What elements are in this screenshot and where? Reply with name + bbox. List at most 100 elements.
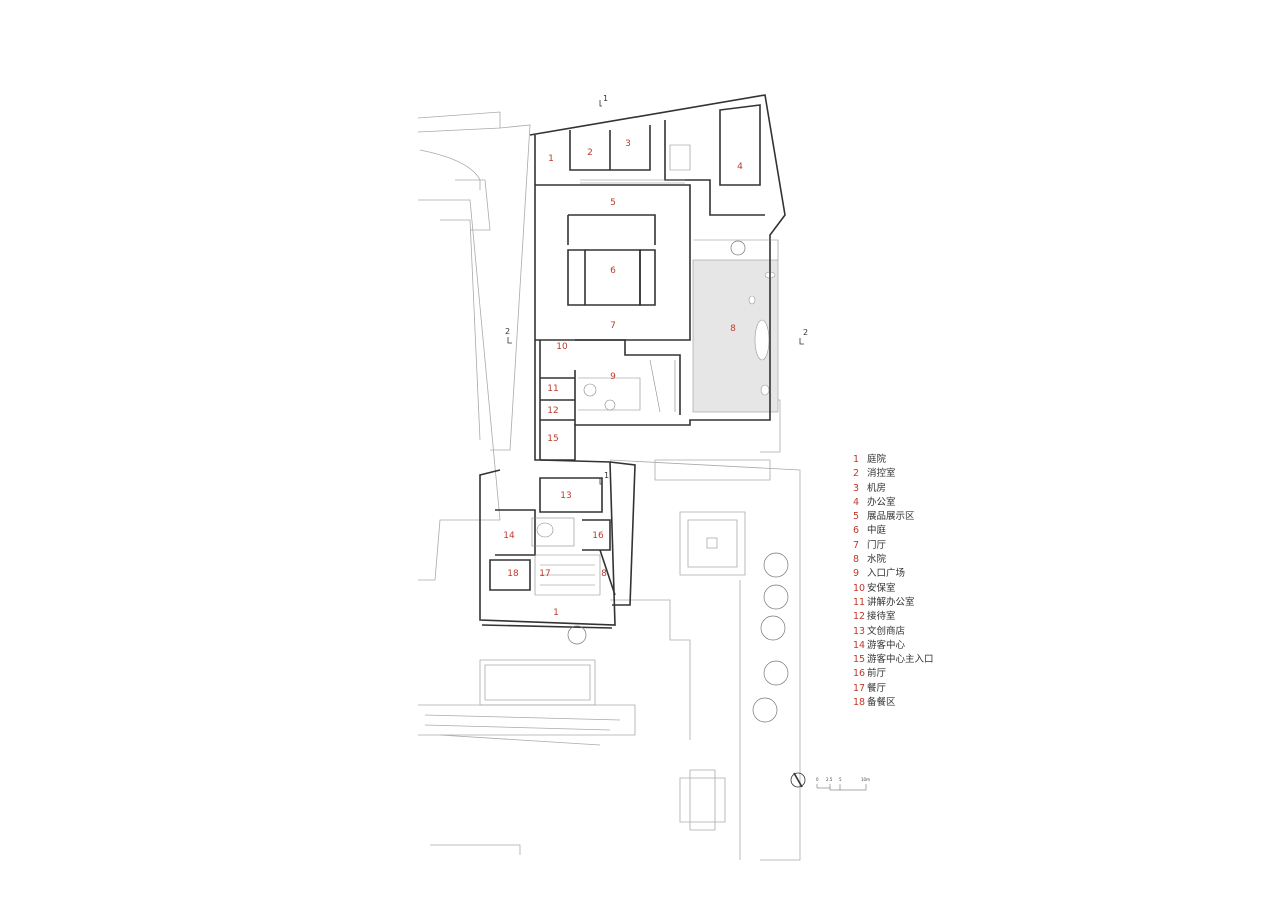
- legend-number: 14: [853, 639, 866, 651]
- legend-number: 10: [853, 582, 866, 594]
- legend-room-name: 游客中心: [867, 639, 906, 651]
- legend-number: 18: [853, 697, 866, 709]
- section-marker: [599, 100, 602, 107]
- room-number-label: 15: [547, 434, 558, 444]
- legend-number: 17: [853, 682, 866, 694]
- section-marker: [507, 337, 512, 344]
- legend-item: 9 入口广场: [853, 567, 934, 581]
- legend-item: 5 展品展示区: [853, 510, 934, 524]
- section-marker-label: 1: [604, 471, 609, 480]
- legend-room-name: 中庭: [867, 525, 887, 537]
- legend-room-name: 安保室: [867, 582, 896, 594]
- legend-number: 4: [853, 496, 860, 508]
- legend-number: 7: [853, 539, 860, 551]
- tree-icon: [567, 625, 587, 645]
- legend-room-name: 水院: [867, 554, 887, 566]
- legend-room-name: 庭院: [867, 454, 887, 465]
- legend-room-name: 机房: [867, 482, 887, 494]
- north-arrow-icon: [790, 772, 806, 788]
- tree-icon: [763, 552, 789, 578]
- room-number-label: 12: [547, 406, 558, 416]
- legend-room-name: 消控室: [867, 468, 896, 480]
- building-walls: [479, 94, 786, 629]
- room-number-label: 4: [737, 162, 743, 172]
- tree-icon: [730, 240, 746, 256]
- legend-item: 8 水院: [853, 553, 934, 567]
- section-marker-label: 2: [505, 327, 510, 336]
- legend-number: 9: [853, 568, 860, 580]
- legend-number: 13: [853, 625, 866, 637]
- section-marker: [599, 478, 602, 485]
- legend-number: 2: [853, 468, 860, 480]
- legend-item: 2 消控室: [853, 467, 934, 481]
- legend-number: 15: [853, 654, 866, 666]
- tree-icon: [763, 660, 789, 686]
- legend-room-name: 前厅: [867, 668, 887, 680]
- legend-number: 16: [853, 668, 866, 680]
- tree-icon: [763, 584, 789, 610]
- legend-item: 6 中庭: [853, 524, 934, 538]
- room-number-label: 5: [610, 198, 616, 208]
- legend-room-name: 讲解办公室: [867, 596, 915, 608]
- legend-room-name: 游客中心主入口: [867, 654, 934, 666]
- legend-item: 1 庭院: [853, 453, 934, 467]
- room-number-label: 6: [610, 266, 616, 276]
- scale-tick: 0: [816, 777, 819, 782]
- legend-room-name: 入口广场: [867, 568, 906, 580]
- tree-icon: [760, 615, 786, 641]
- room-number-label: 18: [507, 569, 519, 579]
- scale-tick: 10m: [861, 777, 870, 782]
- scale-tick: 2.5: [826, 777, 833, 782]
- legend-number: 6: [853, 525, 860, 537]
- room-number-label: 14: [503, 531, 515, 541]
- room-number-label: 8: [730, 324, 736, 334]
- room-number-label: 1: [548, 154, 554, 164]
- interior-details: [531, 144, 779, 596]
- legend-room-name: 文创商店: [867, 625, 906, 637]
- legend-room-name: 办公室: [867, 496, 896, 508]
- room-number-label: 17: [539, 569, 550, 579]
- legend-room-name: 备餐区: [867, 697, 896, 709]
- trees: [567, 240, 789, 723]
- room-number-label: 10: [556, 342, 568, 352]
- section-marker-label: 2: [803, 328, 808, 337]
- room-number-label: 9: [610, 372, 616, 382]
- room-number-label: 16: [592, 531, 604, 541]
- legend-item: 4 办公室: [853, 496, 934, 510]
- scale-bar: 0 2.5 5 10m: [816, 777, 870, 791]
- room-number-label: 7: [610, 321, 616, 331]
- room-number-label: 11: [547, 384, 558, 394]
- legend-number: 11: [853, 596, 866, 608]
- tree-icon: [752, 697, 778, 723]
- legend-number: 12: [853, 611, 866, 623]
- section-marker: [799, 338, 804, 345]
- legend-room-name: 接待室: [867, 611, 896, 623]
- legend-number: 8: [853, 554, 860, 566]
- room-number-label: 1: [553, 608, 559, 618]
- legend-number: 5: [853, 511, 860, 523]
- room-number-label: 8: [601, 569, 607, 579]
- room-number-label: 3: [625, 139, 631, 149]
- scale-tick: 5: [839, 777, 842, 782]
- room-number-label: 13: [560, 491, 571, 501]
- water-courtyard: [692, 259, 779, 413]
- legend-room-name: 展品展示区: [867, 511, 915, 523]
- section-marker-label: 1: [603, 94, 608, 103]
- legend-room-name: 餐厅: [867, 682, 887, 694]
- legend-number: 1: [853, 454, 860, 465]
